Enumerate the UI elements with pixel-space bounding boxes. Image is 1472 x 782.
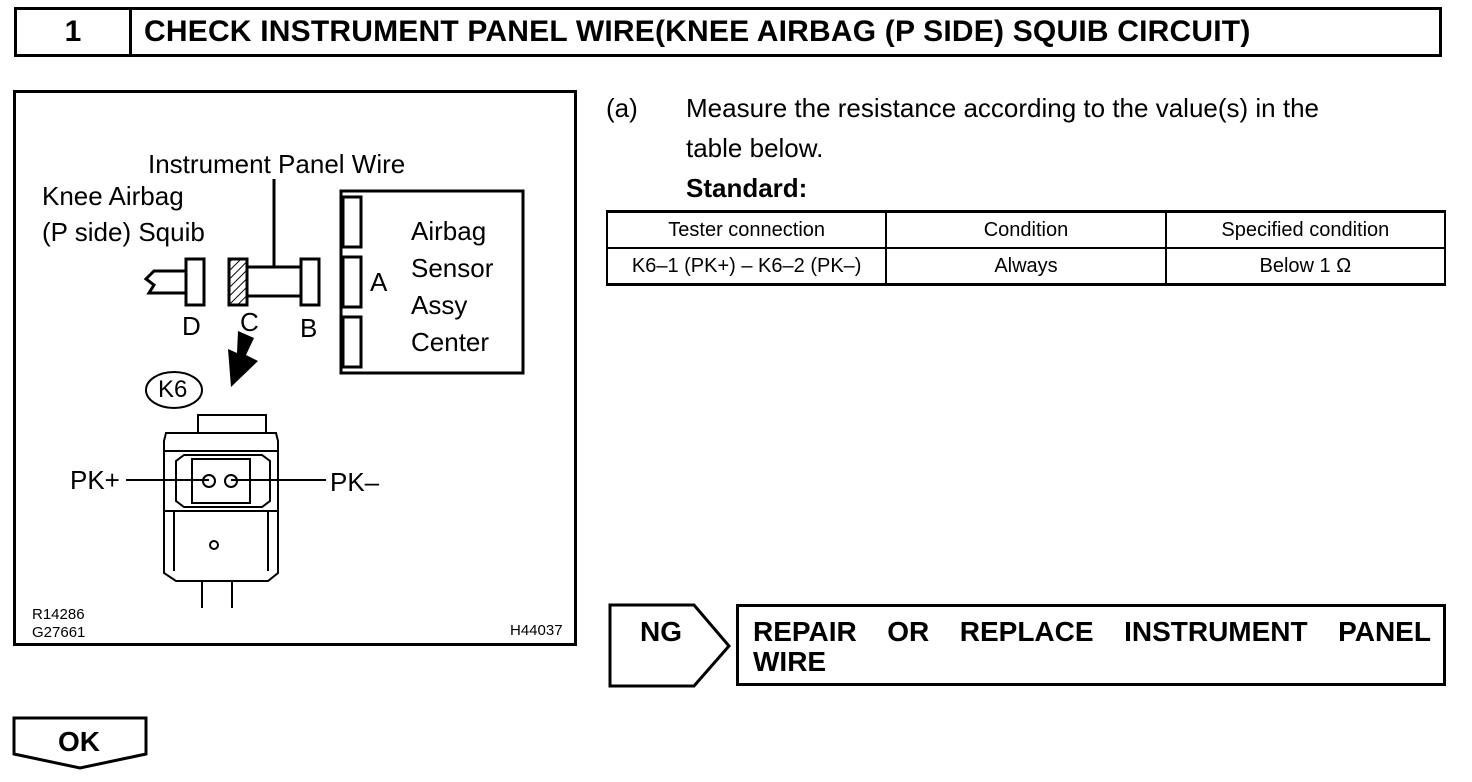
ng-action-line2: WIRE — [753, 646, 827, 677]
label-airbag-sensor: Airbag Sensor Assy Center — [411, 213, 493, 361]
label-airbag-sensor-2: Sensor — [411, 253, 494, 283]
down-arrow-icon — [228, 331, 258, 387]
ref-code-1: R14286 — [32, 606, 85, 623]
ref-code-2: G27661 — [32, 624, 86, 641]
connector-d-label: D — [182, 311, 201, 341]
step-header: 1 CHECK INSTRUMENT PANEL WIRE(KNEE AIRBA… — [14, 7, 1442, 57]
sensor-slot-1 — [341, 195, 363, 249]
k6-ellipse — [145, 371, 203, 409]
sensor-slot-3 — [341, 315, 363, 369]
connector-c-shape — [227, 257, 249, 307]
ng-word-instrument: INSTRUMENT — [1124, 616, 1308, 647]
k6-connector-body — [163, 414, 279, 608]
ok-arrow-shape — [12, 716, 148, 770]
label-airbag-sensor-3: Assy — [411, 290, 468, 320]
terminal-pk-minus: PK– — [330, 467, 380, 497]
terminal-pk-plus: PK+ — [70, 465, 120, 495]
spec-table: Tester connection Condition Specified co… — [605, 210, 1447, 286]
ng-label: NG — [640, 616, 682, 647]
label-knee-airbag-2: (P side) Squib — [42, 217, 205, 247]
label-airbag-sensor-4: Center — [411, 327, 490, 357]
connector-id-label: K6 — [158, 376, 188, 403]
standard-label: Standard: — [686, 173, 808, 203]
connector-c-hatch — [230, 260, 246, 304]
cell-specified-condition: Below 1 Ω — [1164, 247, 1447, 286]
cell-tester-connection: K6–1 (PK+) – K6–2 (PK–) — [605, 247, 888, 286]
col-tester-connection: Tester connection — [605, 210, 888, 249]
sensor-slot-a — [341, 255, 363, 309]
step-title: CHECK INSTRUMENT PANEL WIRE(KNEE AIRBAG … — [144, 15, 1251, 48]
col-specified-condition: Specified condition — [1164, 210, 1447, 249]
ng-word-replace: REPLACE — [959, 616, 1094, 647]
cell-condition: Always — [885, 247, 1167, 286]
connector-a-label: A — [370, 267, 388, 297]
label-knee-airbag-1: Knee Airbag — [42, 181, 184, 211]
ng-action-box: REPAIR OR REPLACE INSTRUMENT PANEL WIRE — [736, 604, 1446, 686]
ng-word-or: OR — [887, 616, 930, 647]
connector-c-label: C — [240, 307, 259, 337]
table-header-row: Tester connection Condition Specified co… — [605, 210, 1447, 249]
ok-label: OK — [58, 726, 100, 757]
ng-word-repair: REPAIR — [753, 616, 857, 647]
connector-b-label: B — [300, 313, 318, 343]
col-condition: Condition — [885, 210, 1167, 249]
table-row: K6–1 (PK+) – K6–2 (PK–) Always Below 1 Ω — [605, 247, 1447, 286]
label-airbag-sensor-1: Airbag — [411, 216, 487, 246]
instruction-text-line1: Measure the resistance according to the … — [686, 93, 1320, 123]
ng-word-panel: PANEL — [1338, 616, 1431, 647]
step-number: 1 — [17, 10, 132, 54]
label-instrument-panel-wire: Instrument Panel Wire — [148, 149, 406, 179]
instruction-text-line2: table below. — [686, 133, 824, 163]
wiring-figure: Instrument Panel Wire Knee Airbag (P sid… — [13, 90, 577, 646]
instruction-text: Measure the resistance according to the … — [686, 88, 1448, 168]
ng-action-line1: REPAIR OR REPLACE INSTRUMENT PANEL — [753, 617, 1431, 647]
ng-arrow-shape — [608, 603, 731, 688]
airbag-sensor-box — [339, 189, 525, 375]
connector-d-shape — [184, 257, 206, 307]
instruction-block: (a) Measure the resistance according to … — [606, 88, 1448, 208]
instruction-marker: (a) — [606, 93, 638, 123]
squib-wire-stub — [143, 269, 186, 295]
connector-b-shape — [299, 257, 321, 307]
ref-code-3: H44037 — [510, 622, 563, 639]
connector-diagram — [126, 179, 525, 608]
